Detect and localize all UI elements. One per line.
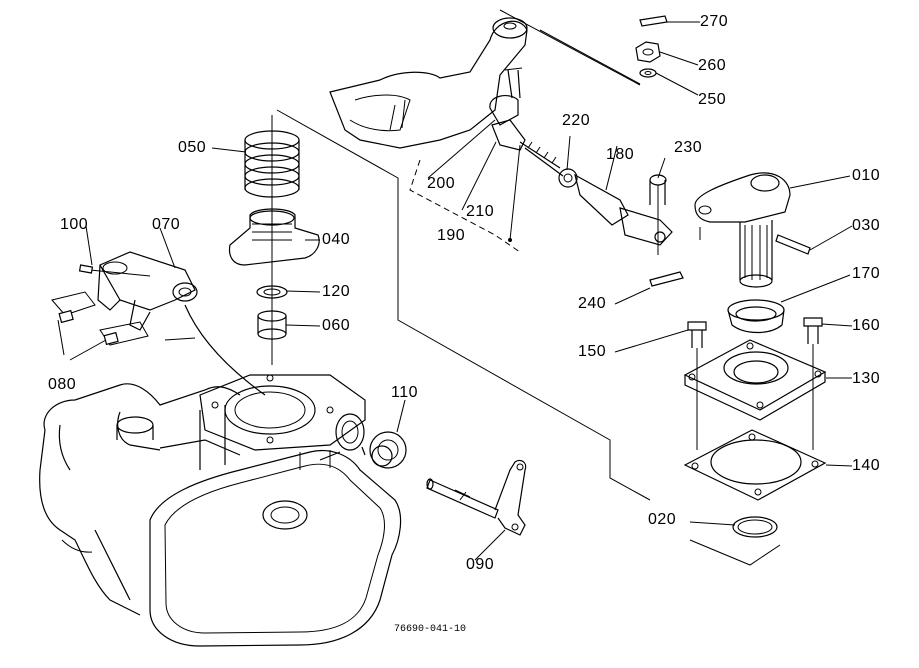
part-label-210: 210 <box>466 203 495 220</box>
part-label-070: 070 <box>152 216 181 233</box>
part-label-190: 190 <box>437 227 466 244</box>
part-label-170: 170 <box>852 265 881 282</box>
part-label-230: 230 <box>674 139 703 156</box>
reference-lines <box>276 9 701 501</box>
nut-washer-pin <box>539 15 668 85</box>
arm-link-assembly <box>51 251 266 396</box>
part-label-110: 110 <box>391 384 419 401</box>
drawing-number: 76690-041-10 <box>394 624 467 635</box>
part-label-040: 040 <box>322 231 351 248</box>
part-label-010: 010 <box>852 167 881 184</box>
part-label-150: 150 <box>578 343 607 360</box>
part-label-080: 080 <box>48 376 77 393</box>
part-label-140: 140 <box>852 457 881 474</box>
part-label-100: 100 <box>60 216 89 233</box>
part-label-120: 120 <box>322 283 351 300</box>
part-label-260: 260 <box>698 57 727 74</box>
part-label-020: 020 <box>648 511 677 528</box>
lever-shaft <box>694 172 811 288</box>
leader-lines <box>57 21 853 561</box>
shift-shaft <box>369 431 527 536</box>
part-label-220: 220 <box>562 112 591 129</box>
part-label-160: 160 <box>852 317 881 334</box>
part-label-240: 240 <box>578 295 607 312</box>
part-label-200: 200 <box>427 175 456 192</box>
part-label-270: 270 <box>700 13 729 30</box>
lift-arm-and-rod <box>329 17 684 287</box>
gear-case-housing <box>39 374 402 647</box>
part-label-090: 090 <box>466 556 495 573</box>
part-label-030: 030 <box>852 217 881 234</box>
part-label-050: 050 <box>178 139 207 156</box>
part-label-180: 180 <box>606 146 635 163</box>
part-label-130: 130 <box>852 370 881 387</box>
part-label-250: 250 <box>698 91 727 108</box>
part-label-060: 060 <box>322 317 351 334</box>
cover-assembly <box>683 299 827 566</box>
